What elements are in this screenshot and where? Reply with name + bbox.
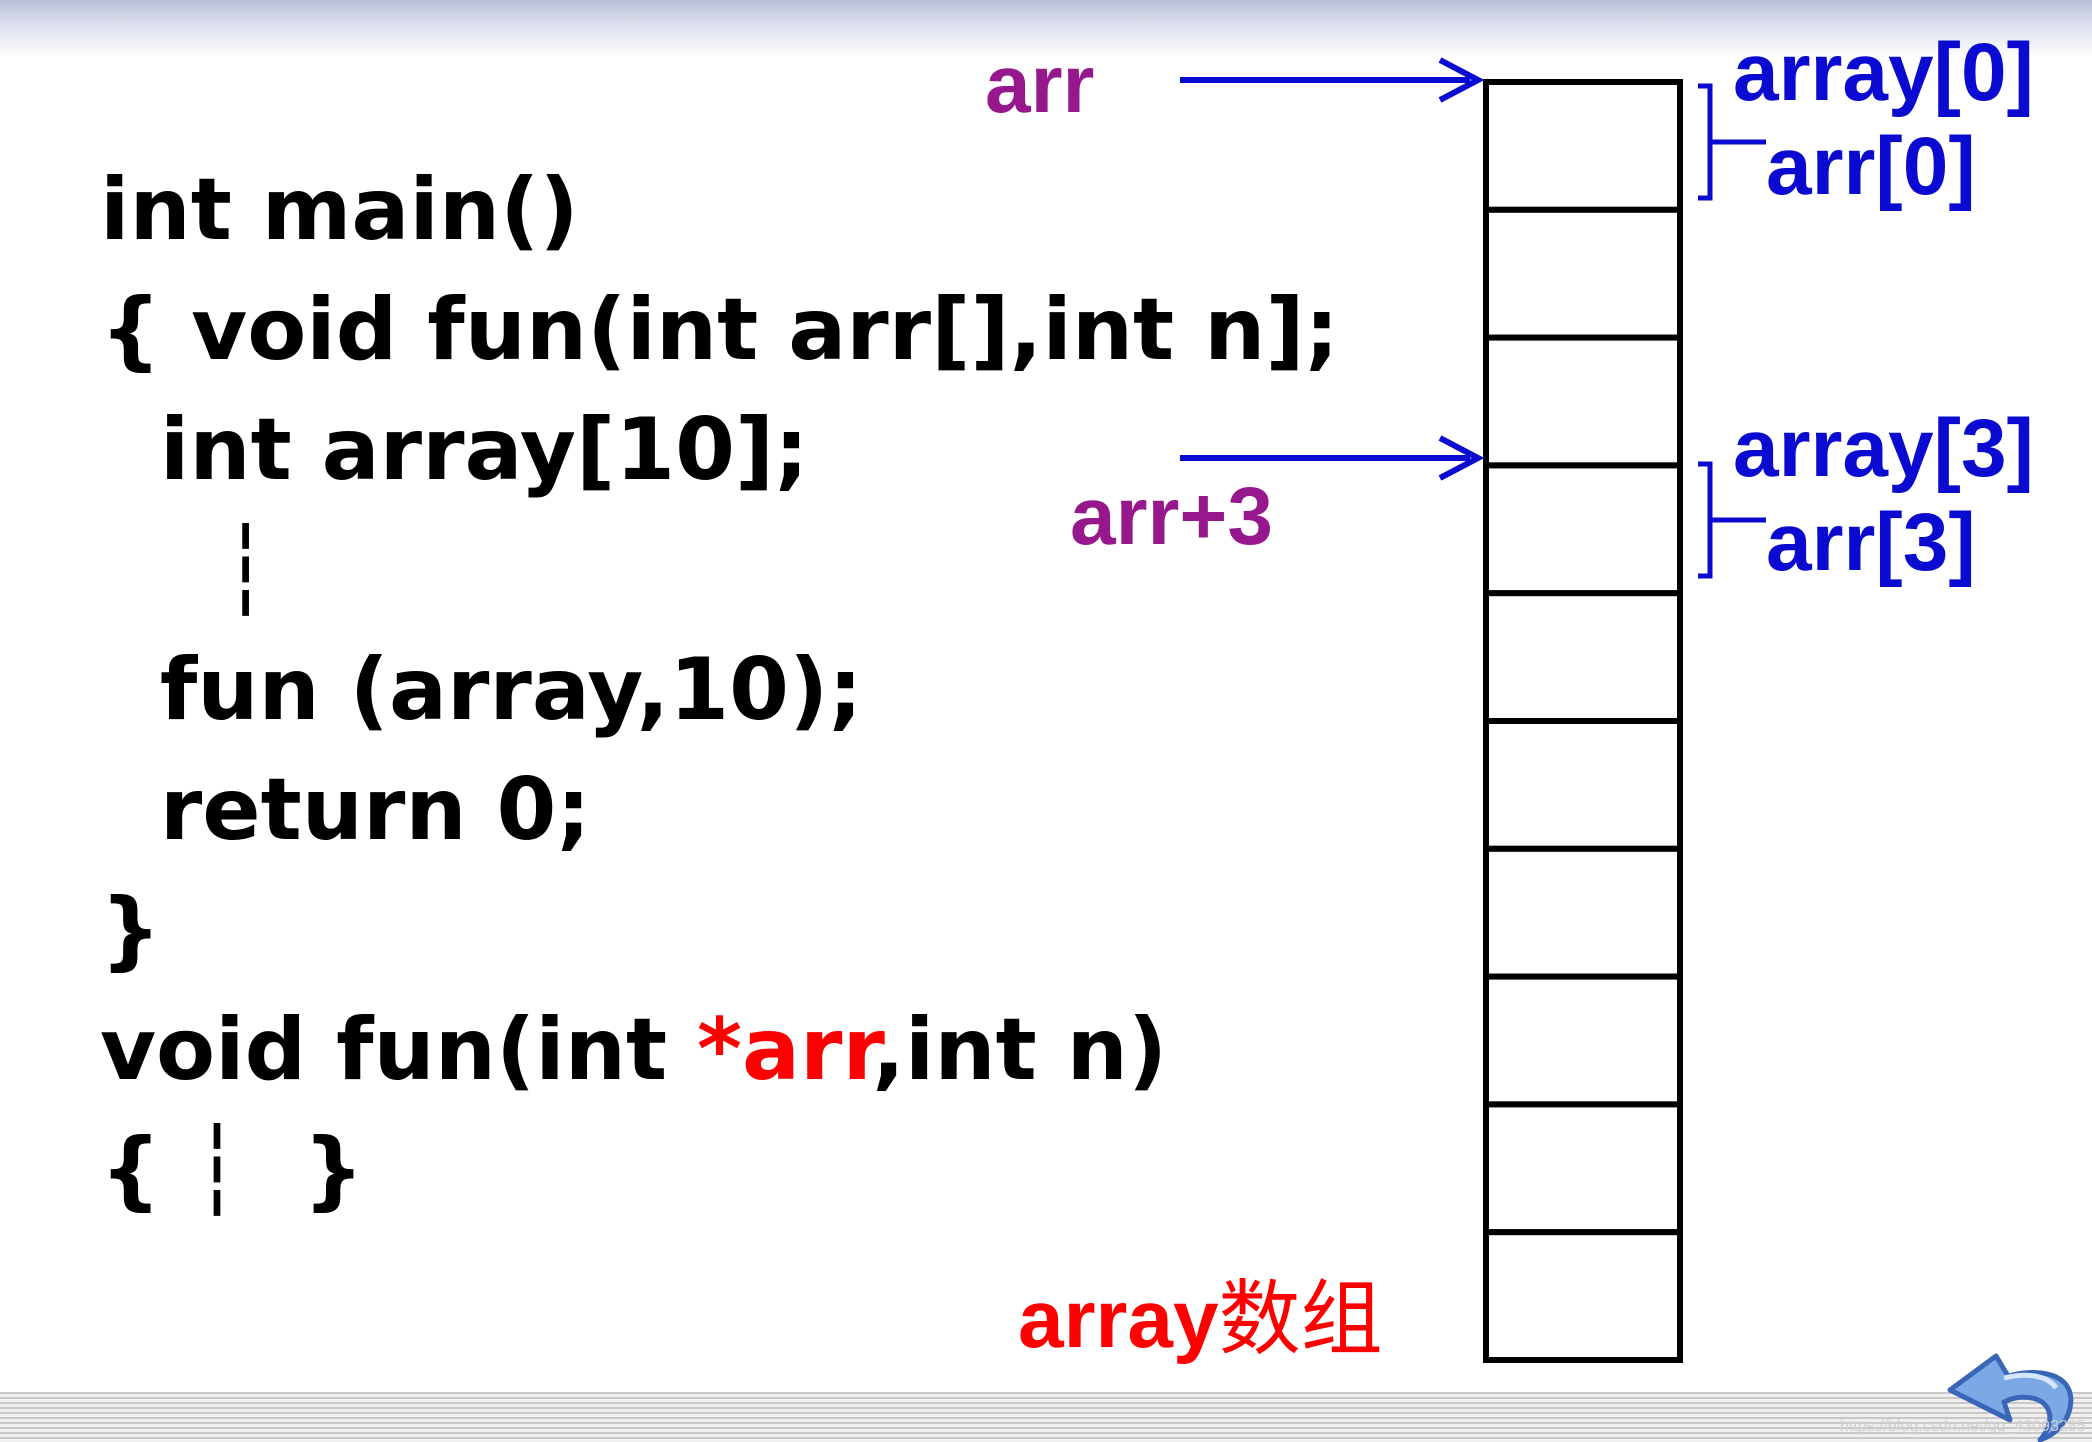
array-cell-5 (1483, 718, 1683, 852)
label-arr-0: arr[0] (1766, 121, 1976, 212)
return-arrow-icon[interactable] (1947, 1353, 2074, 1442)
code-line-8-before: void fun(int (100, 1000, 698, 1100)
array-cell-9 (1483, 1229, 1683, 1363)
code-line-4: ┆ (100, 520, 272, 620)
array-cell-7 (1483, 973, 1683, 1108)
arrow-arr (1180, 57, 1485, 103)
array-cell-0 (1483, 79, 1683, 213)
array-caption-zh: 数组 (1218, 1272, 1383, 1367)
footer-band (0, 1392, 2092, 1442)
array-cell-1 (1483, 206, 1683, 341)
array-cell-4 (1483, 590, 1683, 725)
code-line-3: int array[10]; (100, 400, 809, 500)
code-highlight-arr: *arr (697, 1000, 873, 1100)
label-array-0: array[0] (1733, 27, 2034, 118)
arrow-arr-plus-3 (1180, 435, 1485, 481)
code-line-8: void fun(int *arr,int n) (100, 1000, 1167, 1100)
label-array-3: array[3] (1733, 403, 2034, 494)
array-cell-8 (1483, 1101, 1683, 1236)
brace-cell-0 (1698, 83, 1766, 201)
pointer-label-arr: arr (985, 39, 1095, 130)
title-band (0, 0, 2092, 58)
array-caption-en: array (1018, 1274, 1219, 1365)
array-cell-3 (1483, 462, 1683, 597)
code-line-8-after: ,int n) (872, 1000, 1168, 1100)
code-line-7: } (100, 880, 162, 980)
array-cells (1483, 79, 1683, 1363)
code-line-6: return 0; (100, 760, 591, 860)
label-arr-3: arr[3] (1766, 497, 1976, 588)
array-cell-6 (1483, 845, 1683, 980)
watermark: https://blog.csdn.net/qq_43093285 (1840, 1418, 2086, 1435)
array-caption: array数组 (1018, 1270, 1383, 1370)
code-line-1: int main() (100, 160, 579, 260)
code-line-5: fun (array,10); (100, 640, 863, 740)
code-line-2: { void fun(int arr[],int n]; (100, 280, 1340, 380)
brace-cell-3 (1698, 461, 1766, 579)
array-cell-2 (1483, 334, 1683, 469)
pointer-label-arr-plus-3: arr+3 (1070, 471, 1273, 562)
code-line-9: { ┆ } (100, 1120, 365, 1220)
